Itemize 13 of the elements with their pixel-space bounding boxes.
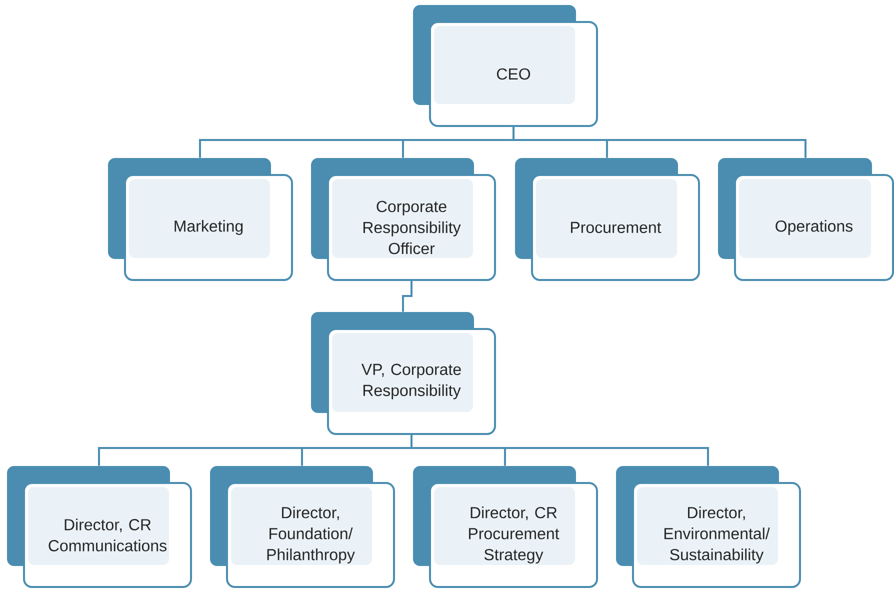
org-box: Corporate Responsibility Officer <box>311 158 496 281</box>
org-box: Director, Foundation/ Philanthropy <box>210 466 395 588</box>
connector-line <box>402 280 412 312</box>
connector-line <box>410 434 709 466</box>
org-box: Director, CR Procurement Strategy <box>413 466 598 588</box>
org-box: CEO <box>413 5 598 127</box>
org-box: Director, CR Communications <box>7 466 192 588</box>
org-box: VP, Corporate Responsibility <box>311 312 496 435</box>
org-box: Operations <box>718 158 894 281</box>
connector-line <box>512 126 806 158</box>
org-box: Director, Environmental/ Sustainability <box>616 466 801 588</box>
org-box: Procurement <box>515 158 700 281</box>
org-box: Marketing <box>108 158 293 281</box>
